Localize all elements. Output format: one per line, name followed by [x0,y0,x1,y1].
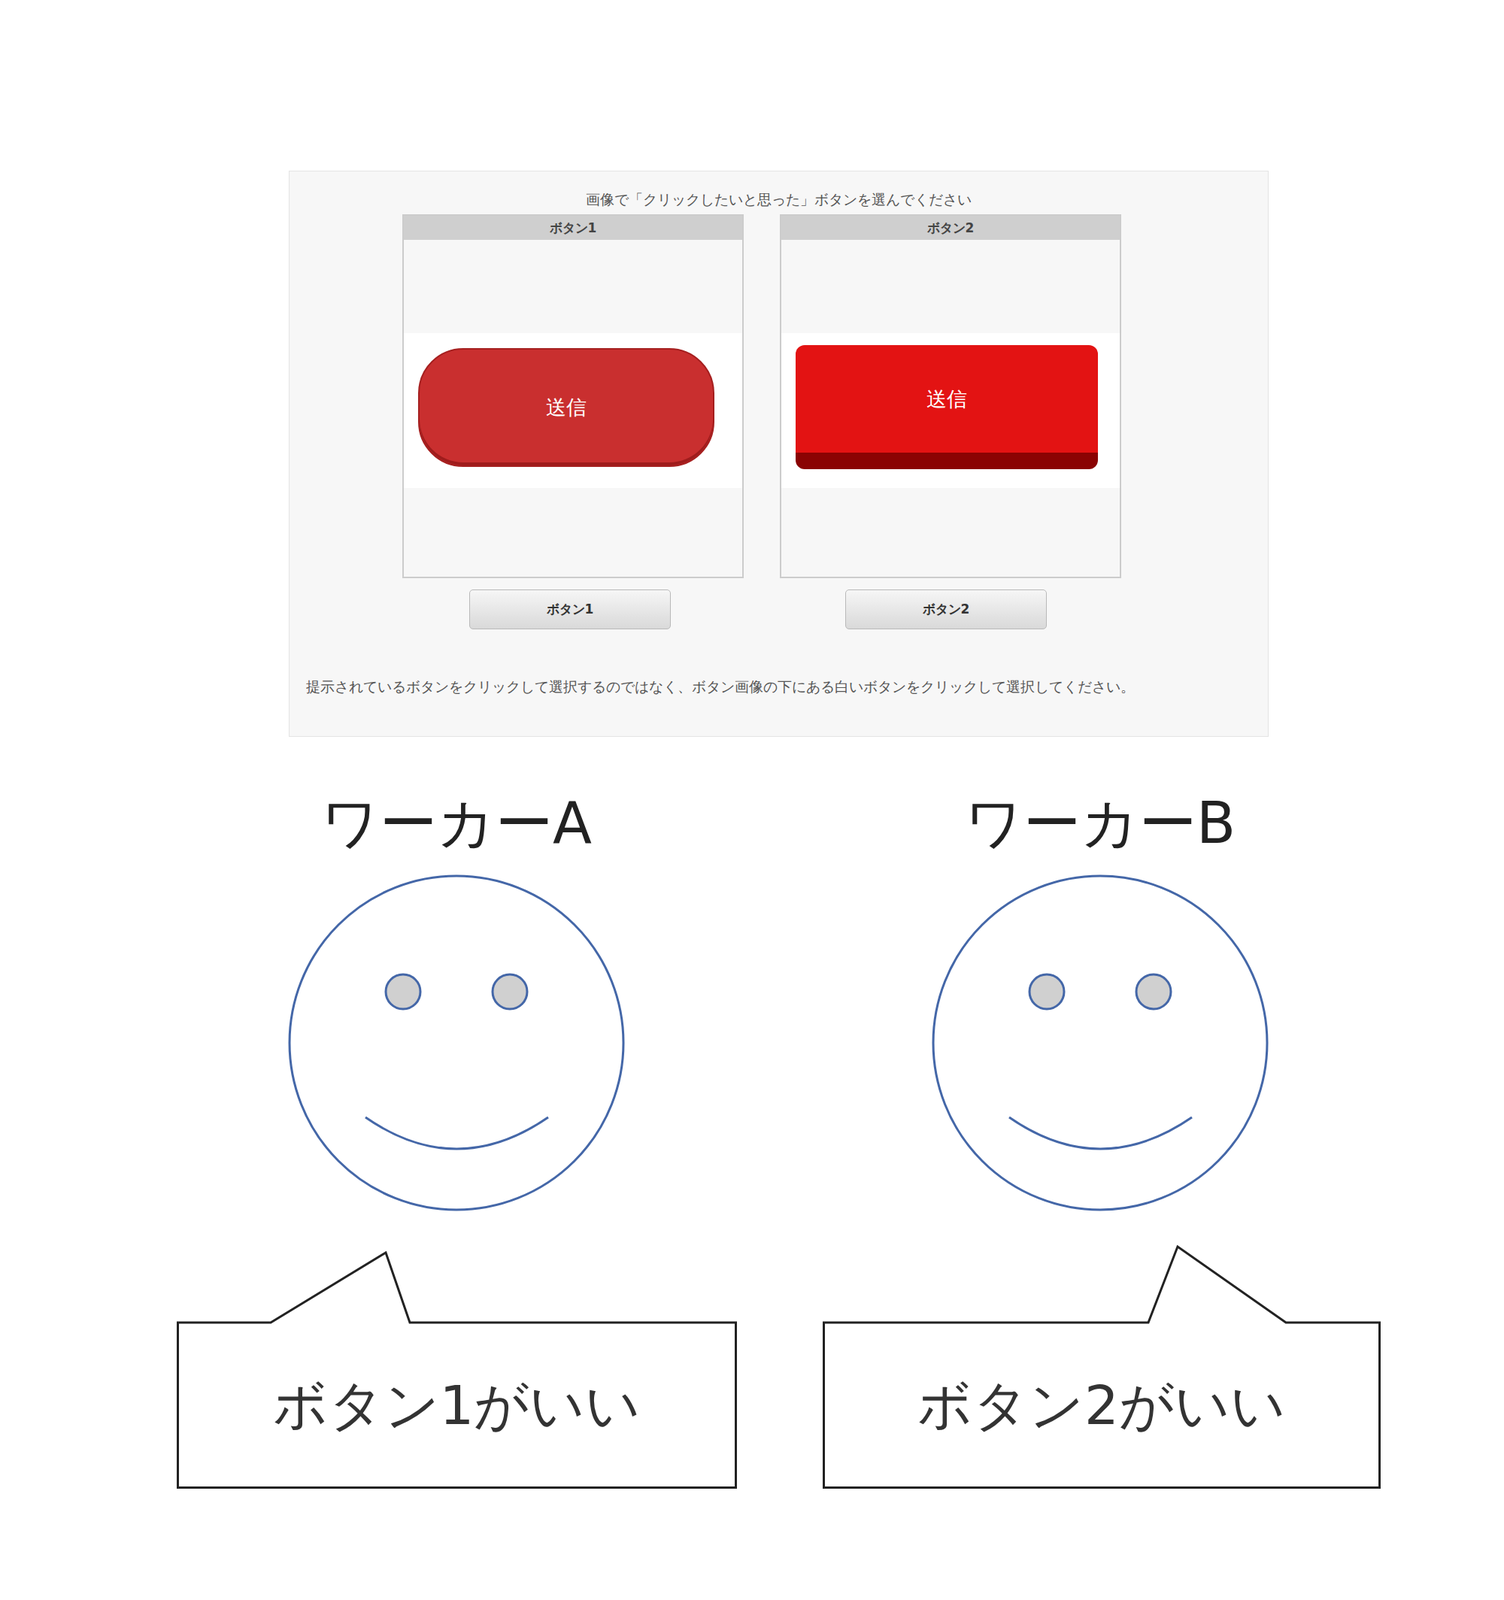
instruction-text: 提示されているボタンをクリックして選択するのではなく、ボタン画像の下にある白いボ… [306,676,1252,698]
select-button: ボタン2 [845,589,1047,630]
card-header: ボタン1 [403,215,743,240]
select-button: ボタン1 [469,589,671,630]
bubble-outline [176,1240,737,1489]
send-button-image: 送信 [418,348,715,467]
worker-face: ワーカーB [931,782,1269,1219]
face-eye [385,974,421,1010]
bubble-shape [824,1246,1380,1489]
option-card: 送信 ボタン2 [779,214,1122,579]
button-label: 送信 [926,385,968,413]
speech-text: ボタン2がいい [917,1370,1286,1443]
face-smile [365,1117,549,1150]
speech-bubble: ボタン1がいい [176,1322,737,1489]
face-circle [289,876,624,1210]
bubble-outline [822,1240,1381,1489]
instruction-text: 画像で「クリックしたいと思った」ボタンを選んでください [306,189,1252,211]
speech-bubble: ボタン2がいい [822,1322,1381,1489]
button-label: 送信 [545,394,587,422]
worker-face: ワーカーA [288,782,625,1219]
card-header: ボタン2 [781,215,1120,240]
face-eye [1029,974,1065,1010]
send-button-image: 送信 [795,345,1098,470]
face-circle [933,876,1268,1210]
button-label: ボタン2 [922,600,971,619]
button-label: ボタン1 [546,600,595,619]
face-eye [492,974,528,1010]
face-eye [1136,974,1171,1010]
bubble-shape [178,1252,737,1489]
speech-text: ボタン1がいい [272,1370,642,1443]
worker-label: ワーカーA [257,782,655,865]
screenshot-panel: 送信ボタン1送信ボタン2ボタン1ボタン2画像で「クリックしたいと思った」ボタンを… [288,170,1269,737]
option-card: 送信 ボタン1 [402,214,744,579]
worker-label: ワーカーB [901,782,1299,865]
face-smile [1009,1117,1192,1150]
